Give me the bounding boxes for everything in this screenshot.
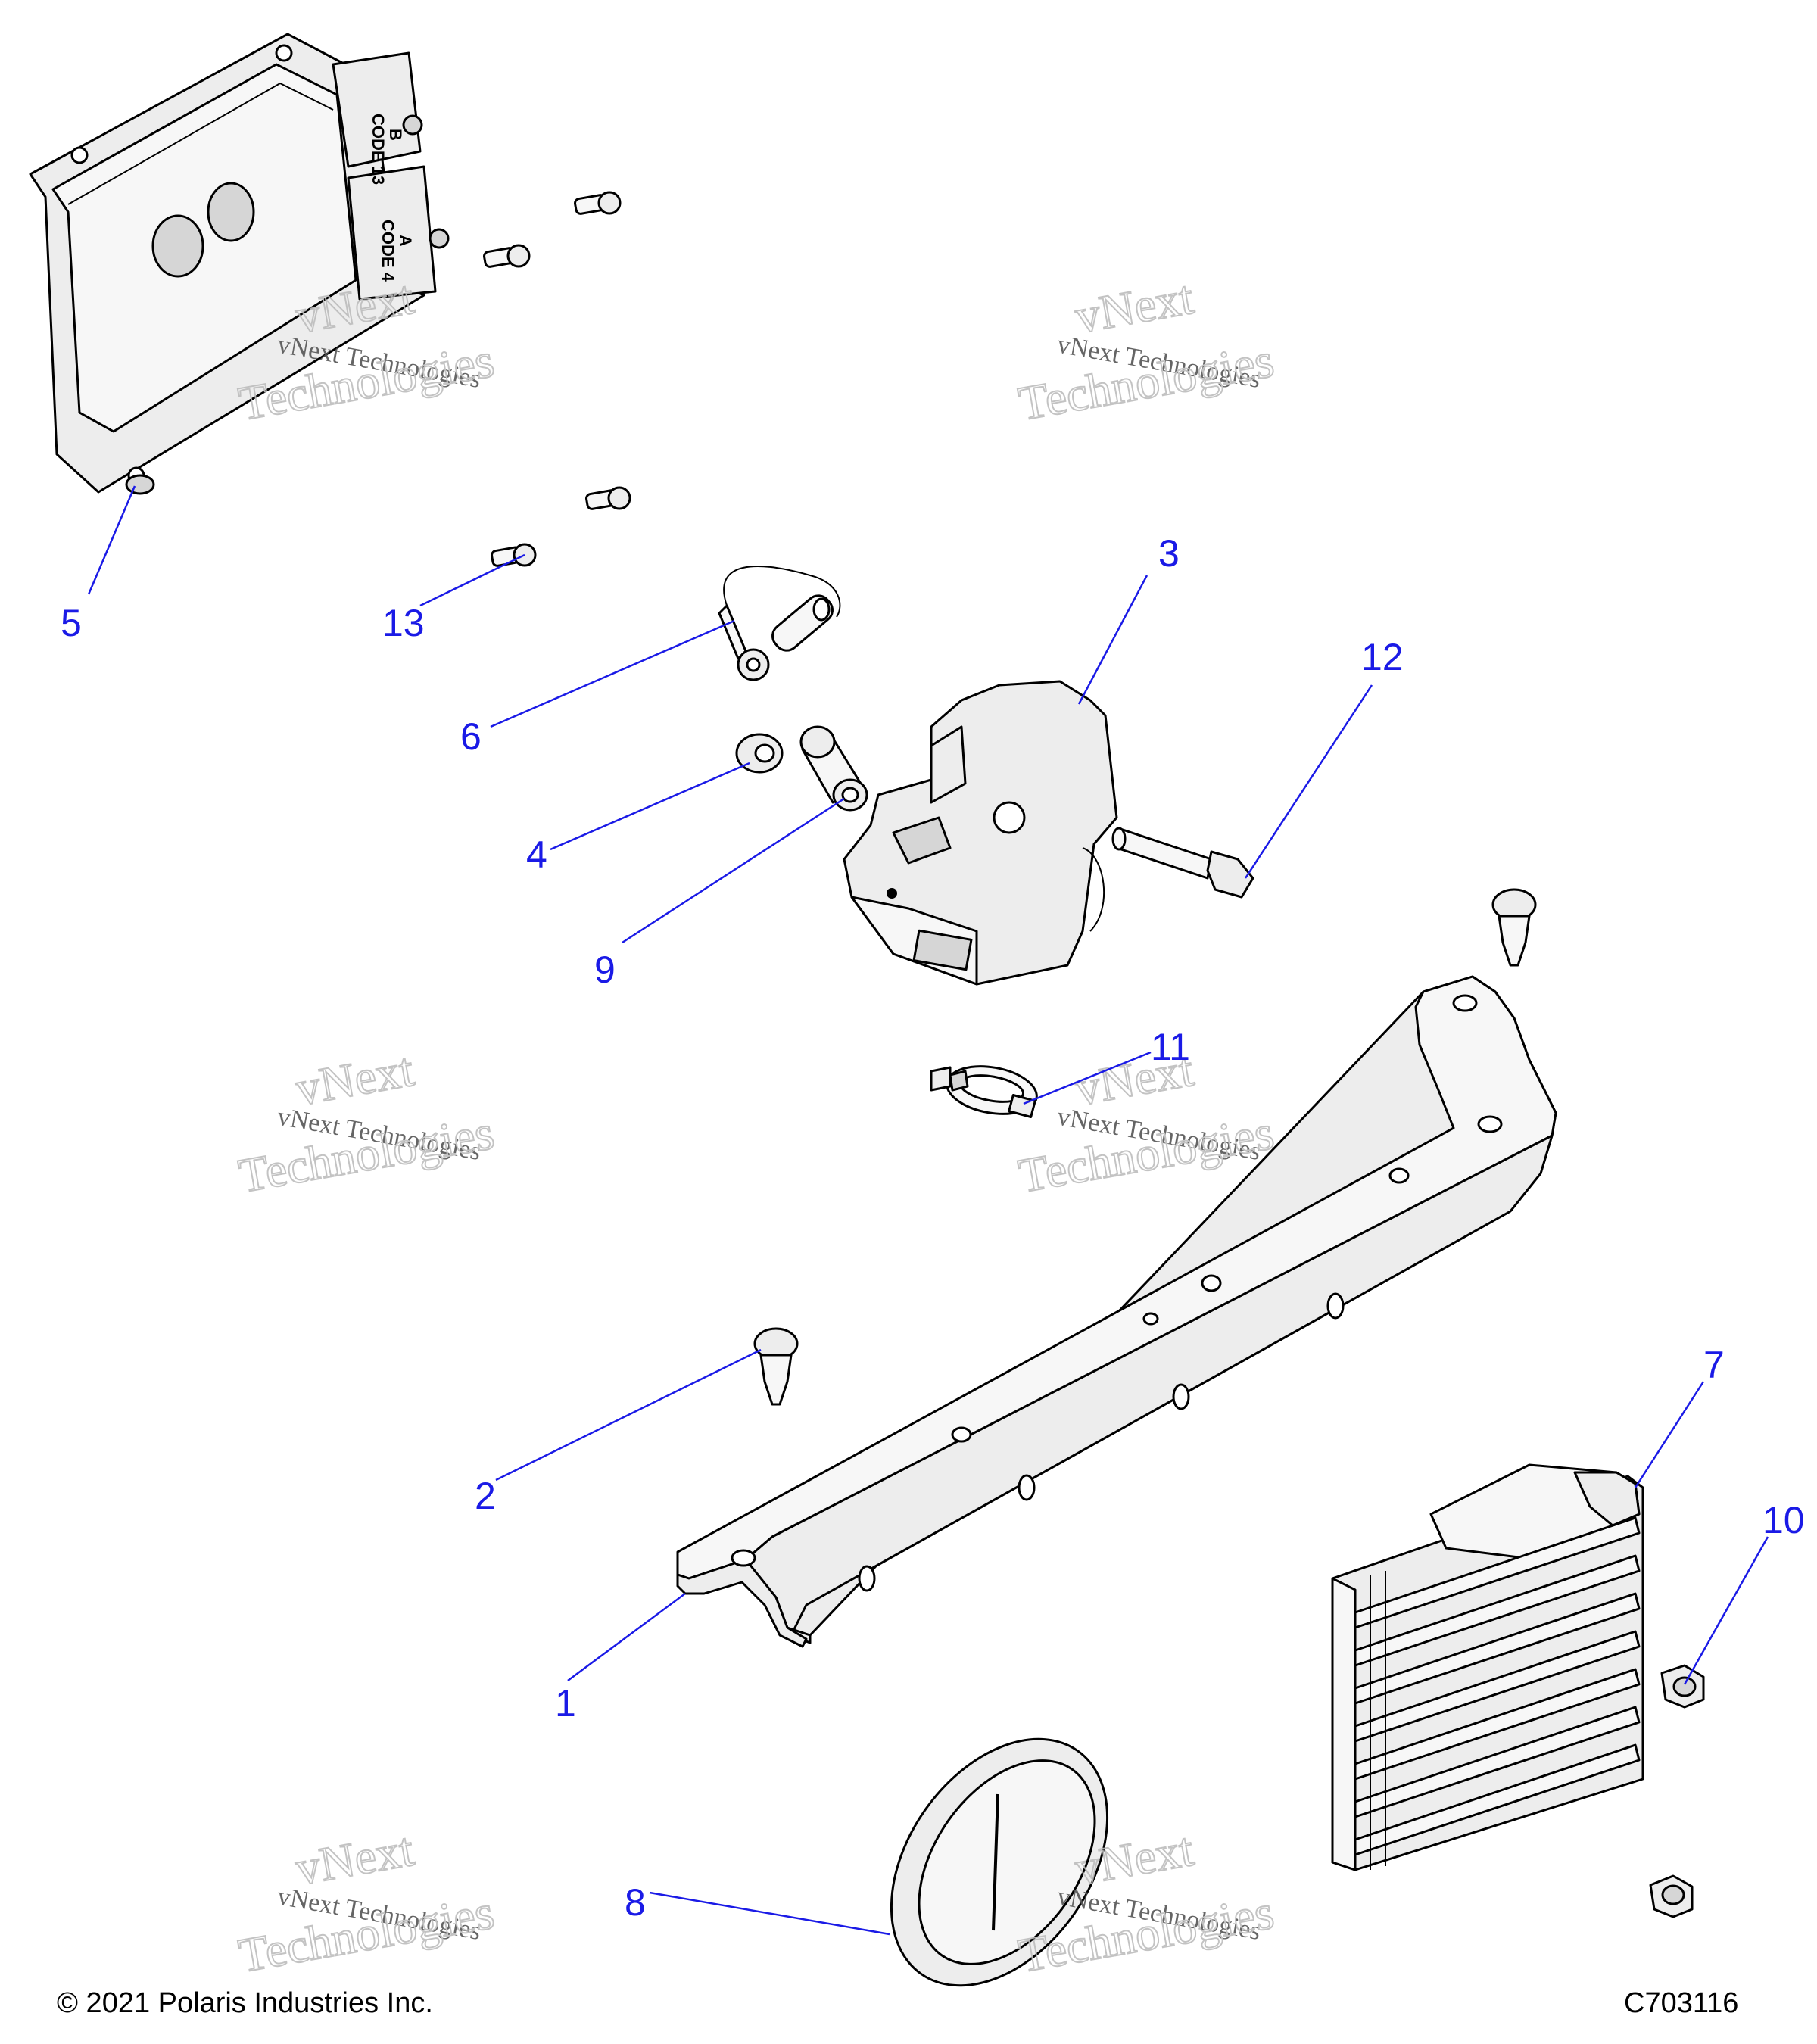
callout-6: 6 <box>460 715 482 758</box>
watermark-outline: vNext <box>291 1042 418 1116</box>
callout-11: 11 <box>1151 1026 1190 1068</box>
watermark-outline: vNext <box>1071 270 1198 344</box>
leader-5 <box>87 485 136 595</box>
grommet-part-8 <box>890 1737 1109 1987</box>
bracket-part-1 <box>676 975 1557 1648</box>
callout-9: 9 <box>594 949 616 991</box>
callout-4: 4 <box>526 833 547 876</box>
washer-part-4 <box>735 733 784 774</box>
figure-id: C703116 <box>1624 1987 1738 2019</box>
leader-7 <box>1634 1381 1705 1488</box>
nut-lower <box>1649 1874 1694 1918</box>
leader-lines <box>87 485 1769 1936</box>
ecu-module-part-5: CODE 13 B CODE 4 A <box>29 33 450 495</box>
leader-1 <box>567 1592 686 1682</box>
callout-2: 2 <box>475 1475 496 1517</box>
callout-numbers: 5 13 6 3 12 4 9 11 2 7 10 1 8 <box>61 532 1805 1924</box>
copyright-text: © 2021 Polaris Industries Inc. <box>57 1987 433 2019</box>
nut-part-10 <box>1660 1664 1705 1709</box>
watermark-top-center: vNext Technologies vNext Technologies <box>1014 270 1278 432</box>
connector-label-lower: CODE 4 <box>379 220 397 282</box>
leader-12 <box>1244 684 1373 879</box>
watermark-middle-left: vNext Technologies vNext Technologies <box>234 1042 498 1204</box>
leader-9 <box>622 797 845 944</box>
watermark-outline: vNext <box>291 1822 418 1896</box>
push-rivet-part-2 <box>753 1327 799 1406</box>
module-part-3 <box>843 680 1118 986</box>
leader-10 <box>1683 1536 1769 1685</box>
watermark-bottom-left: vNext Technologies vNext Technologies <box>234 1821 498 1983</box>
cooling-fins <box>1354 1516 1641 1856</box>
connector-label-lower-sub: A <box>396 235 415 247</box>
callout-12: 12 <box>1361 636 1404 678</box>
leader-11 <box>1023 1051 1152 1105</box>
leader-2 <box>495 1348 762 1482</box>
callout-3: 3 <box>1158 532 1180 575</box>
bushing-part-9 <box>799 725 868 812</box>
push-rivet-top <box>1491 888 1537 967</box>
leader-8 <box>649 1891 890 1936</box>
callout-1: 1 <box>555 1682 576 1725</box>
leader-4 <box>550 762 750 851</box>
leader-3 <box>1077 575 1148 705</box>
leader-6 <box>490 619 735 728</box>
callout-8: 8 <box>625 1881 646 1924</box>
watermark-middle-center: vNext Technologies vNext Technologies <box>1014 1042 1278 1204</box>
ground-strap-part-6 <box>718 566 841 681</box>
connector-label-upper-sub: B <box>386 129 405 141</box>
screws-part-13 <box>483 191 631 567</box>
callout-5: 5 <box>61 602 82 644</box>
leader-13 <box>419 553 525 607</box>
connector-label-upper: CODE 13 <box>369 114 388 185</box>
callout-7: 7 <box>1703 1344 1725 1386</box>
regulator-part-7 <box>1331 1463 1644 1871</box>
callout-10: 10 <box>1762 1499 1805 1541</box>
bolt-part-12 <box>1111 827 1254 899</box>
clamp-part-11 <box>930 1065 1038 1119</box>
callout-13: 13 <box>382 602 425 644</box>
